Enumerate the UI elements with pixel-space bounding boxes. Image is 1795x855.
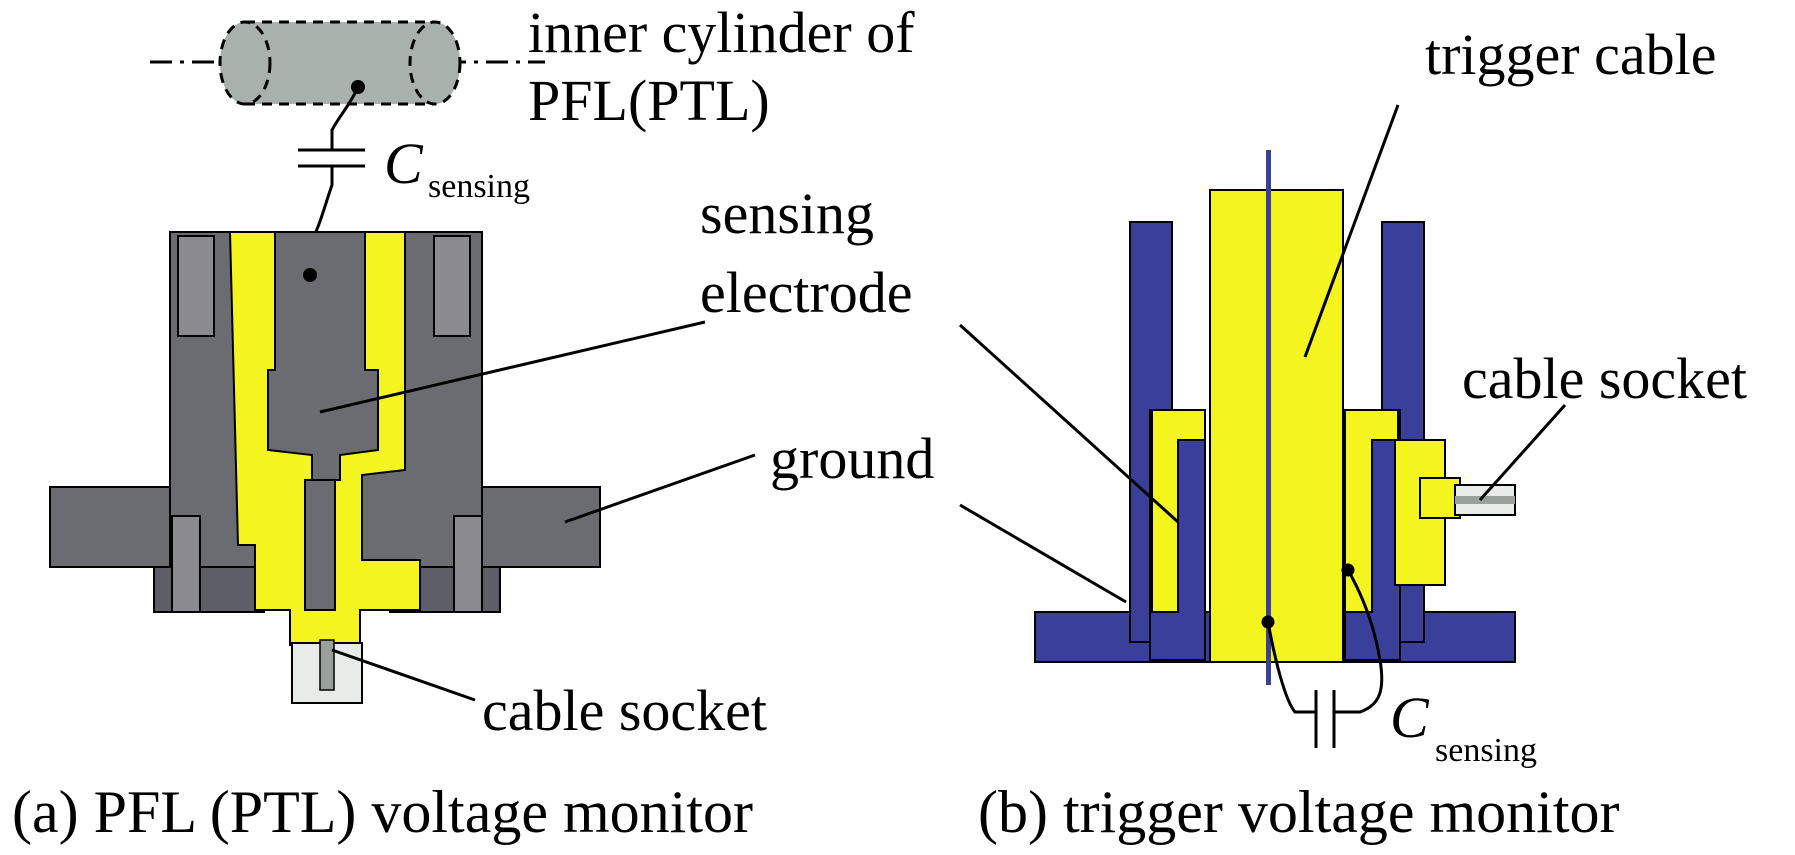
trigger-insulator-core <box>1209 189 1344 663</box>
cable-socket-b <box>1419 477 1516 519</box>
capacitance-symbol: C <box>1390 685 1430 750</box>
sensing-electrode-label-line1: sensing <box>700 181 874 246</box>
capacitance-label-a: C sensing <box>384 131 530 205</box>
sensing-electrode-a <box>267 231 379 611</box>
inner-cylinder-label-line1: inner cylinder of <box>528 0 915 65</box>
sensing-electrode-label-line2: electrode <box>700 260 913 325</box>
sensing-capacitor-b <box>1261 563 1384 748</box>
caption-b: (b) trigger voltage monitor <box>978 779 1620 845</box>
panel-b: trigger cable cable socket C sensing (b)… <box>958 22 1747 845</box>
trigger-cable <box>1266 150 1271 685</box>
capacitance-subscript: sensing <box>1435 732 1537 769</box>
cable-socket-a <box>291 639 363 704</box>
inner-cylinder <box>150 20 545 106</box>
cable-socket-label-a: cable socket <box>482 678 767 743</box>
capacitance-symbol: C <box>384 131 424 196</box>
leader-lines-a <box>319 320 756 702</box>
leader-lines-b <box>958 104 1567 604</box>
ground-label: ground <box>770 426 934 491</box>
capacitance-label-b: C sensing <box>1390 685 1537 769</box>
inner-cylinder-label-line2: PFL(PTL) <box>528 68 770 133</box>
cable-socket-label-b: cable socket <box>1462 346 1747 411</box>
capacitance-subscript: sensing <box>428 168 530 205</box>
panel-a: inner cylinder of PFL(PTL) C sensing sen… <box>12 0 934 845</box>
trigger-cable-label: trigger cable <box>1425 22 1716 87</box>
caption-a: (a) PFL (PTL) voltage monitor <box>12 779 753 845</box>
